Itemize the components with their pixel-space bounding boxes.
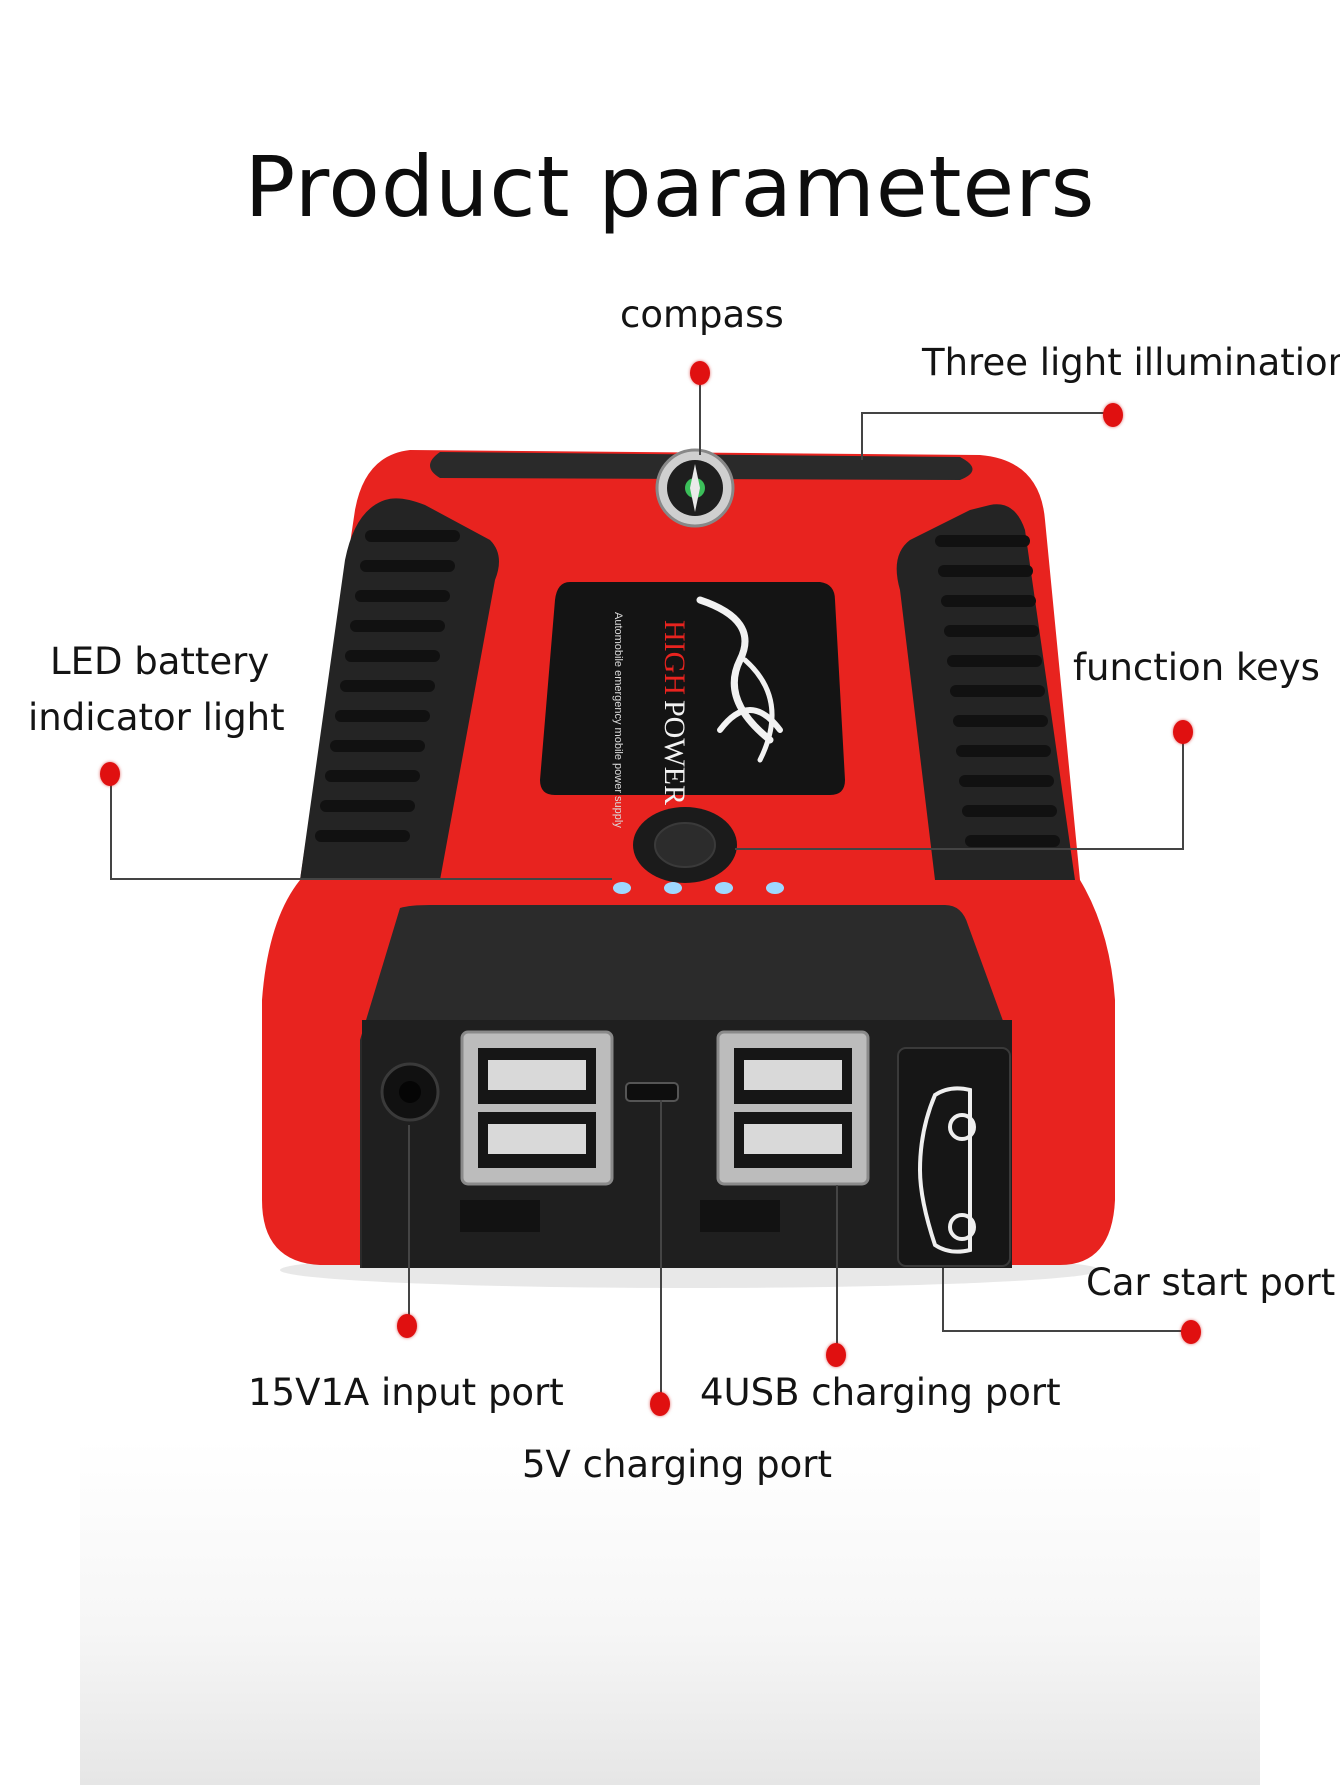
charging-5v-label: 5V charging port	[522, 1443, 832, 1486]
left-grip-ribs	[315, 530, 460, 842]
three-light-marker-dot	[1103, 403, 1123, 427]
three-light-callout-hline	[861, 412, 1113, 414]
bottom-fade-background	[80, 1440, 1260, 1785]
dc-input-jack	[380, 1062, 440, 1122]
compass-dial	[655, 448, 735, 528]
usb-callout-line	[836, 1185, 838, 1350]
compass-callout-line	[699, 375, 701, 455]
led-battery-label-line1: LED battery	[50, 640, 270, 683]
vent-slot-right	[700, 1200, 780, 1232]
page-title: Product parameters	[244, 138, 1096, 237]
car-start-marker-dot	[1181, 1320, 1201, 1344]
function-keys-marker-dot	[1173, 720, 1193, 744]
brand-subtitle-text: Automobile emergency mobile power supply	[612, 612, 624, 828]
power-button	[633, 807, 737, 883]
three-light-callout-vline	[861, 412, 863, 460]
three-light-label: Three light illumination	[922, 341, 1340, 384]
micro-usb-port	[625, 1082, 679, 1102]
vent-slot-left	[460, 1200, 540, 1232]
usb-ports-right	[716, 1030, 870, 1186]
car-start-port	[897, 1047, 1011, 1267]
function-keys-callout-vline	[1182, 735, 1184, 850]
led-callout-vline	[110, 775, 112, 880]
usb-port-label: 4USB charging port	[700, 1371, 1061, 1414]
led-marker-dot	[100, 762, 120, 786]
car-start-callout-hline	[942, 1330, 1190, 1332]
input-port-marker-dot	[397, 1314, 417, 1338]
brand-power-text: POWER	[658, 700, 691, 805]
led-callout-hline	[110, 878, 612, 880]
input-port-label: 15V1A input port	[248, 1371, 564, 1414]
brand-high-text: HIGH	[658, 620, 691, 695]
function-keys-label: function keys	[1073, 646, 1320, 689]
led-battery-label-line2: indicator light	[28, 696, 285, 739]
function-keys-callout-hline	[735, 848, 1184, 850]
input-port-callout-line	[408, 1125, 410, 1320]
car-start-label: Car start port	[1086, 1261, 1336, 1304]
micro-usb-callout-line	[660, 1100, 662, 1395]
logo-panel: HIGH POWER Automobile emergency mobile p…	[540, 582, 845, 828]
led-indicators	[613, 882, 784, 894]
compass-marker-dot	[690, 361, 710, 385]
usb-marker-dot	[826, 1343, 846, 1367]
car-start-callout-vline	[942, 1268, 944, 1332]
compass-label: compass	[620, 293, 784, 336]
right-grip-ribs	[935, 535, 1060, 847]
usb-ports-left	[460, 1030, 614, 1186]
micro-usb-marker-dot	[650, 1392, 670, 1416]
